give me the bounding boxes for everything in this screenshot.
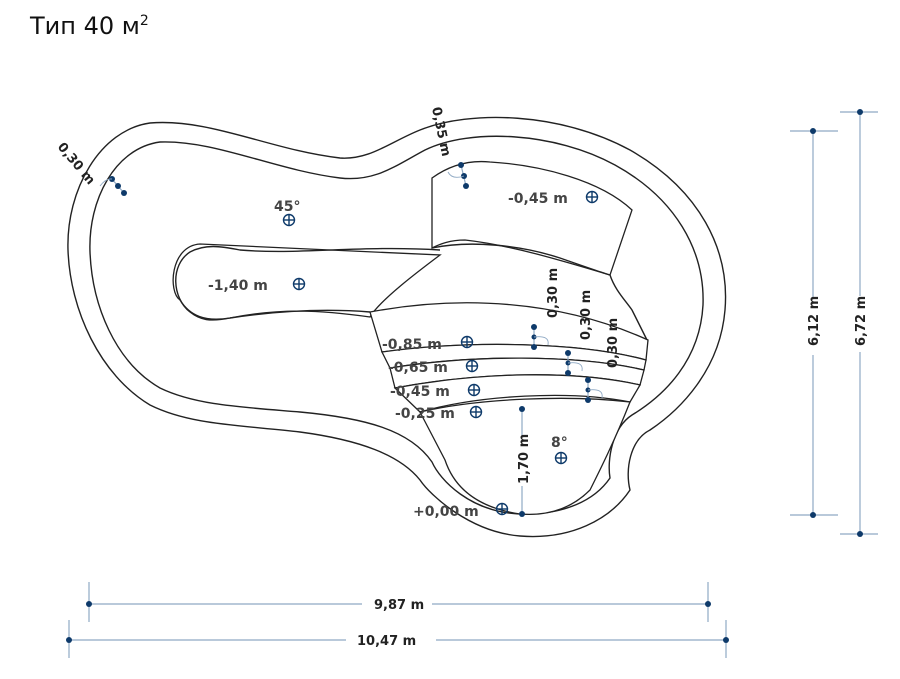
step-2-arc [567, 362, 583, 372]
depth-label-step-045: -0,45 m [390, 384, 450, 400]
width-inner-label: 9,87 m [374, 598, 424, 613]
step-1-arc [533, 336, 549, 346]
step-2-dot-a [565, 350, 571, 356]
ramp-length-label: 1,70 m [517, 434, 532, 484]
step-3-arc [587, 389, 603, 399]
depth-label-step-065: -0,65 m [388, 360, 448, 376]
top-bench [431, 160, 633, 276]
width-outer-dot-left [66, 637, 72, 643]
step-1-label: 0,30 m [546, 268, 561, 318]
pool-inner-outline [89, 135, 704, 515]
step-3-dot-a [585, 377, 591, 383]
height-outer-label: 6,72 m [854, 296, 869, 346]
step-3-dot-c [585, 397, 591, 403]
height-inner-dot-top [810, 128, 816, 134]
width-inner-dot-left [86, 601, 92, 607]
wall-left-dot-b [115, 183, 121, 189]
height-outer-dot-bottom [857, 531, 863, 537]
wall-top-dot-c [463, 183, 469, 189]
depth-label-step-085: -0,85 m [382, 337, 442, 353]
width-inner-dot-right [705, 601, 711, 607]
top-bench-front [431, 243, 611, 276]
step-2-dot-c [565, 370, 571, 376]
height-inner-dot-bottom [810, 512, 816, 518]
ramp-length-dot-bottom [519, 511, 525, 517]
step-025 [393, 374, 642, 413]
depth-label-zero: +0,00 m [413, 504, 479, 520]
angle-label-ramp: 8° [551, 435, 568, 451]
step-1-dot-a [531, 324, 537, 330]
height-inner-label: 6,12 m [807, 296, 822, 346]
depth-label-bench: -0,45 m [508, 191, 568, 207]
wall-left-dot-c [121, 190, 127, 196]
wall-top-arc [447, 171, 465, 178]
step-3-label: 0,30 m [606, 318, 621, 368]
wall-top-label: 0,35 m [428, 106, 453, 158]
width-outer-label: 10,47 m [357, 634, 416, 649]
ramp-length-dot-top [519, 406, 525, 412]
pool-outer-outline [67, 116, 727, 538]
wall-left-arc [99, 178, 113, 187]
ramp-length-label-bg [514, 436, 530, 486]
step-1-dot-c [531, 344, 537, 350]
angle-label-main: 45° [274, 199, 300, 215]
wall-top-dot-a [458, 162, 464, 168]
page-title: Тип 40 м2 [30, 12, 149, 40]
depth-label-deep: -1,40 m [208, 278, 268, 294]
step-2-label: 0,30 m [579, 290, 594, 340]
height-outer-dot-top [857, 109, 863, 115]
depth-label-step-025: -0,25 m [395, 406, 455, 422]
steps-side-wall [609, 274, 649, 343]
width-outer-dot-right [723, 637, 729, 643]
deep-trench-edge [175, 245, 441, 321]
